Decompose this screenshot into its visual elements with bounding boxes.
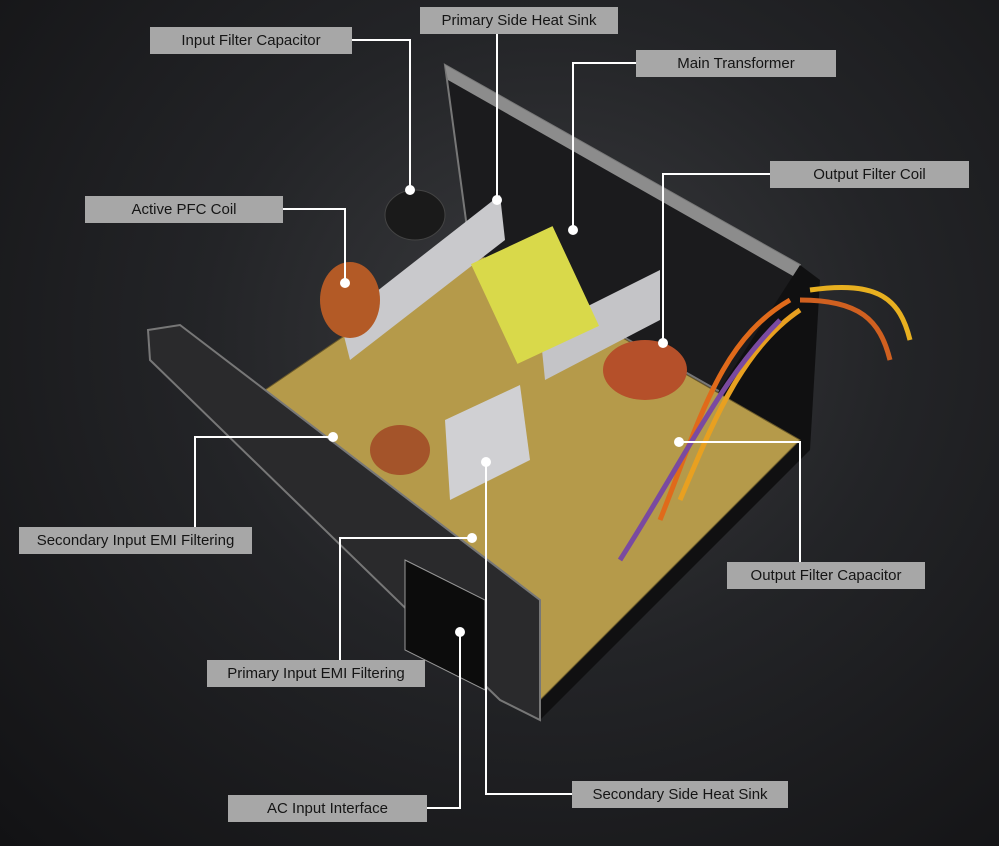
marker-dot [658, 338, 668, 348]
leader-ac-input-interface [427, 632, 461, 809]
marker-dot [340, 278, 350, 288]
marker-dot [481, 457, 491, 467]
leader-secondary-side-heat-sink [485, 462, 572, 795]
leader-output-filter-coil [662, 173, 770, 343]
leader-active-pfc-coil [283, 208, 346, 283]
input-capacitor-shape [384, 189, 446, 241]
output-wire-bundle [617, 284, 913, 562]
label-main-transformer: Main Transformer [636, 50, 836, 77]
output-coil-shape [603, 340, 687, 400]
label-output-filter-capacitor: Output Filter Capacitor [727, 562, 925, 589]
leader-output-filter-capacitor [679, 441, 801, 562]
marker-dot [455, 627, 465, 637]
leader-primary-input-emi [339, 537, 472, 660]
secondary-heat-sink-shape [445, 385, 530, 500]
secondary-heat-sink-shape-2 [540, 270, 660, 380]
label-output-filter-coil: Output Filter Coil [770, 161, 969, 188]
label-secondary-side-heat-sink: Secondary Side Heat Sink [572, 781, 788, 808]
label-primary-side-heat-sink: Primary Side Heat Sink [420, 7, 618, 34]
leader-input-filter-capacitor [352, 39, 411, 190]
leader-secondary-input-emi [194, 436, 333, 527]
marker-dot [328, 432, 338, 442]
marker-dot [467, 533, 477, 543]
label-ac-input-interface: AC Input Interface [228, 795, 427, 822]
primary-heat-sink-shape [340, 195, 505, 360]
pfc-coil-shape [320, 262, 380, 338]
label-input-filter-capacitor: Input Filter Capacitor [150, 27, 352, 54]
emi-coil-shape [370, 425, 430, 475]
leader-main-transformer [572, 62, 636, 230]
marker-dot [405, 185, 415, 195]
marker-dot [674, 437, 684, 447]
marker-dot [492, 195, 502, 205]
transformer-shape [470, 226, 600, 364]
psu-top-edge [445, 65, 800, 280]
marker-dot [568, 225, 578, 235]
label-primary-input-emi-filtering: Primary Input EMI Filtering [207, 660, 425, 687]
label-active-pfc-coil: Active PFC Coil [85, 196, 283, 223]
label-secondary-input-emi-filtering: Secondary Input EMI Filtering [19, 527, 252, 554]
